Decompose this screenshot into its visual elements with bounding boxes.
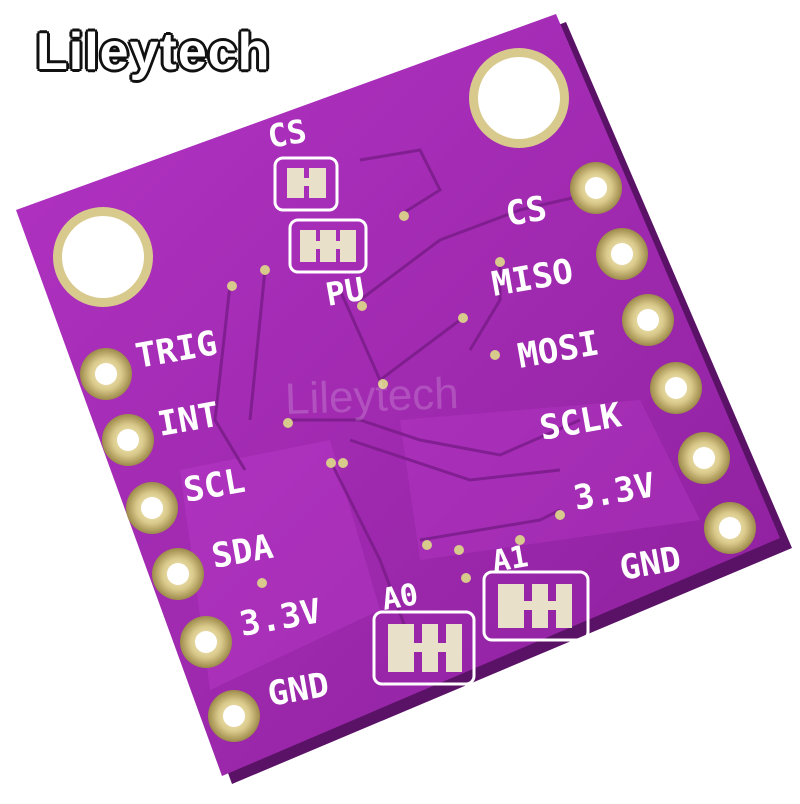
jumper-pu	[288, 218, 368, 274]
jumper-a1	[482, 570, 590, 642]
left-header-pads	[80, 348, 260, 742]
jumper-label-pu: PU	[323, 270, 368, 314]
watermark: Lileytech	[284, 368, 460, 425]
pin-label-cs: CS	[503, 188, 550, 235]
brand-logo: Lileytech	[36, 23, 271, 81]
jumper-a0	[372, 610, 476, 686]
traces	[213, 148, 586, 641]
mounting-hole-top-right	[469, 48, 569, 148]
jumper-label-a0: A0	[379, 577, 421, 618]
vias	[227, 211, 565, 588]
right-header-pads	[570, 162, 756, 554]
jumper-label-a1: A1	[489, 539, 531, 580]
mounting-hole-left	[53, 207, 153, 307]
jumper-label-cs: CS	[265, 112, 310, 156]
jumper-cs	[273, 156, 339, 212]
